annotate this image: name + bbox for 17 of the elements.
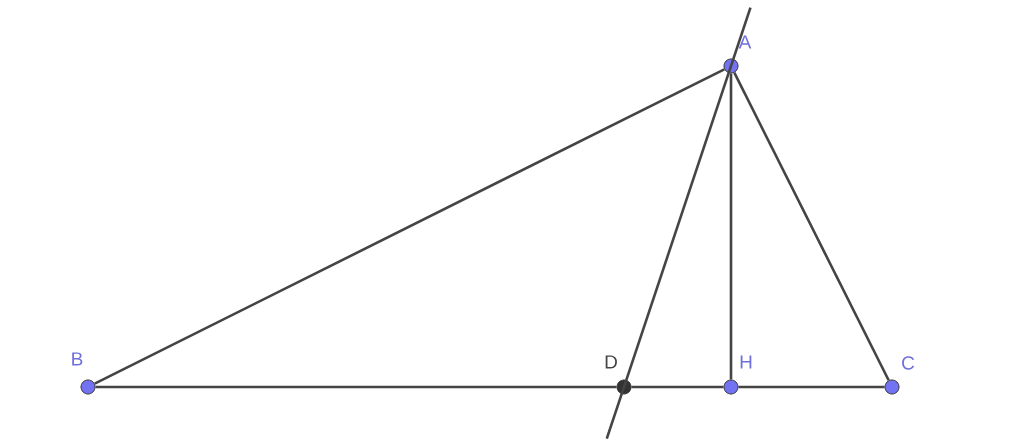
point (723, 379, 739, 395)
line-segment (95, 385, 617, 389)
point-label: H (740, 355, 752, 369)
line-segment (631, 385, 724, 389)
line-segment (738, 385, 885, 389)
point (723, 58, 739, 74)
point (884, 379, 900, 395)
point-label: D (605, 355, 617, 369)
point-label: C (902, 356, 915, 370)
line-segment (733, 72, 890, 381)
line-segment (605, 7, 752, 440)
line-segment (94, 68, 725, 385)
point-label: A (738, 35, 752, 49)
point-label: B (72, 352, 83, 366)
point (80, 379, 96, 395)
line-segment (729, 73, 733, 380)
point (616, 379, 632, 395)
